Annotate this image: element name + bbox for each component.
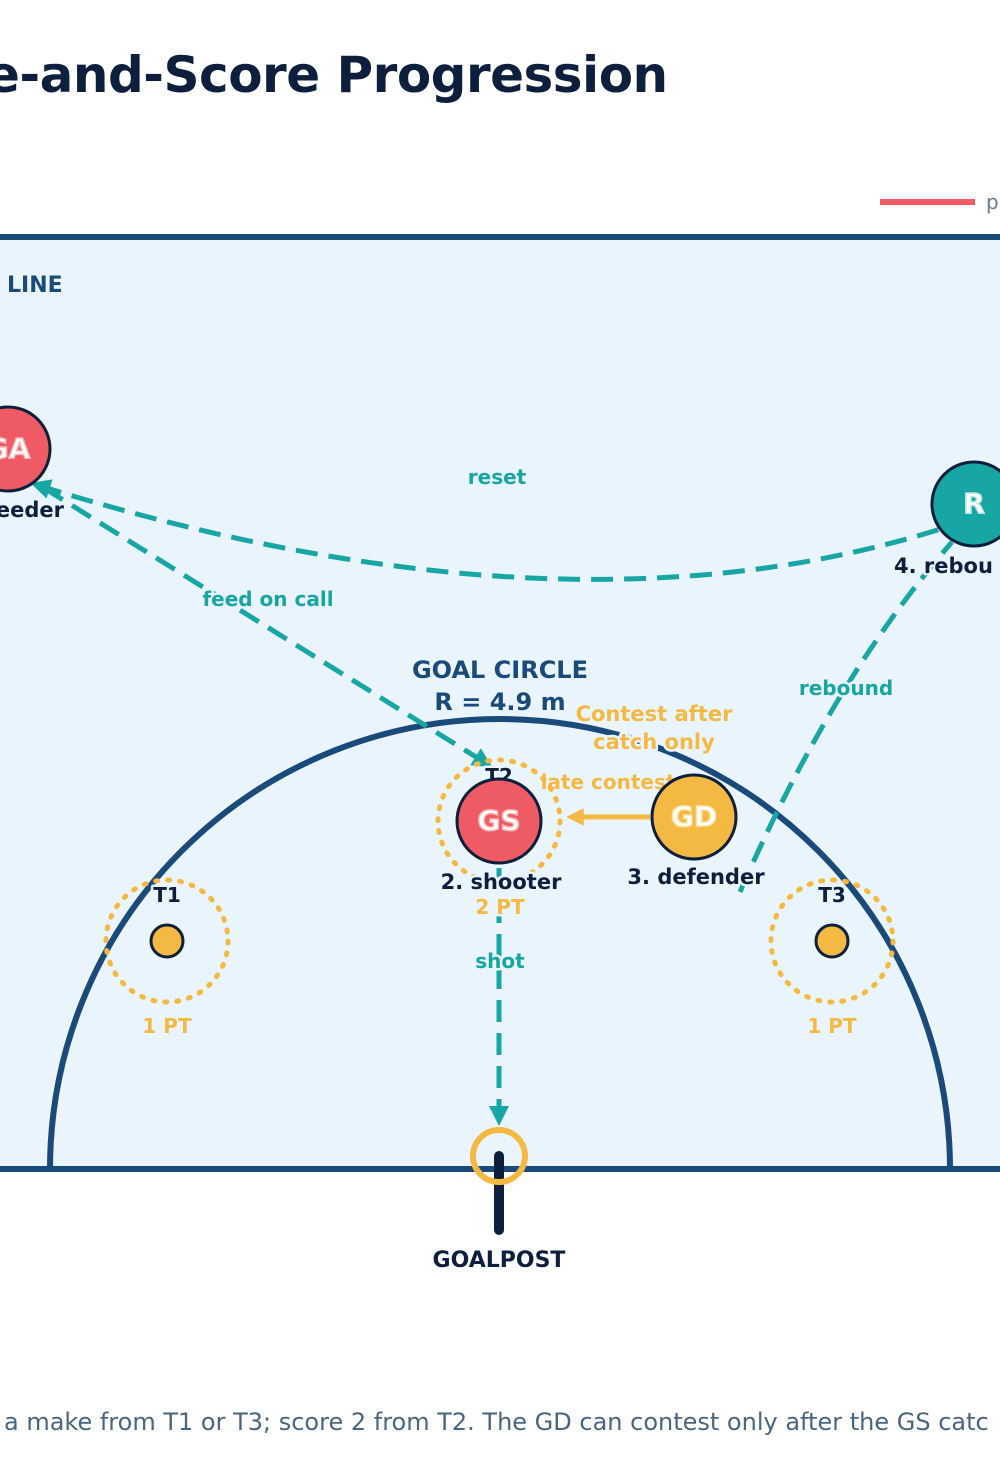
player-r-initials: R bbox=[963, 487, 985, 520]
legend-item-1: p bbox=[986, 190, 999, 214]
target-t1-zone bbox=[103, 877, 231, 1005]
target-t3: T3 1 PT bbox=[768, 877, 896, 1041]
player-r-label: 4. rebou bbox=[894, 554, 993, 578]
target-t1: T1 1 PT bbox=[103, 877, 231, 1041]
shot-label: shot bbox=[475, 949, 525, 973]
rebound-path bbox=[737, 540, 954, 893]
goal-circle-radius: R = 4.9 m bbox=[434, 688, 565, 716]
reset-label: reset bbox=[468, 465, 527, 489]
player-ga-label: eeder bbox=[0, 498, 65, 522]
player-gs-initials: GS bbox=[477, 804, 520, 837]
goalpost-label: GOALPOST bbox=[433, 1248, 566, 1273]
target-t3-points: 1 PT bbox=[807, 1014, 857, 1038]
player-ga-initials: GA bbox=[0, 432, 31, 465]
target-t3-label: T3 bbox=[818, 883, 846, 907]
player-gd-token[interactable] bbox=[650, 773, 738, 861]
player-gd-label: 3. defender bbox=[627, 865, 765, 889]
feed-label: feed on call bbox=[202, 587, 333, 611]
target-t1-points: 1 PT bbox=[142, 1014, 192, 1038]
player-gs[interactable]: GS bbox=[455, 777, 543, 865]
player-gs-token[interactable] bbox=[455, 777, 543, 865]
player-ga-token[interactable] bbox=[0, 405, 52, 493]
goalpost: GOALPOST bbox=[433, 1127, 566, 1273]
target-t3-zone bbox=[768, 877, 896, 1005]
target-t1-marker bbox=[149, 923, 185, 959]
player-r-token[interactable] bbox=[930, 460, 1000, 548]
goalpost-ring bbox=[470, 1127, 528, 1185]
player-gd[interactable]: GD bbox=[650, 773, 738, 861]
player-ga[interactable]: GA bbox=[0, 405, 52, 493]
player-r[interactable]: R bbox=[930, 460, 1000, 548]
late-contest-label: late contest bbox=[541, 770, 676, 794]
player-gd-initials: GD bbox=[671, 800, 717, 833]
target-t1-label: T1 bbox=[153, 883, 181, 907]
target-t2-zone bbox=[435, 757, 563, 885]
caption: a make from T1 or T3; score 2 from T2. T… bbox=[4, 1408, 989, 1436]
contest-note-line-1: Contest after bbox=[576, 702, 734, 726]
target-t3-marker bbox=[814, 923, 850, 959]
court-line-label: LINE bbox=[7, 273, 63, 298]
player-gs-label: 2. shooter bbox=[441, 870, 562, 894]
contest-note-line-2: catch only bbox=[593, 730, 715, 754]
page-title: e-and-Score Progression bbox=[0, 46, 668, 104]
goal-circle-arc bbox=[47, 716, 953, 1170]
target-t2-points: 2 PT bbox=[475, 895, 525, 919]
reset-path bbox=[30, 479, 951, 582]
feed-path bbox=[42, 485, 493, 768]
rebound-label: rebound bbox=[799, 676, 893, 700]
goal-circle-label: GOAL CIRCLE bbox=[412, 656, 588, 684]
